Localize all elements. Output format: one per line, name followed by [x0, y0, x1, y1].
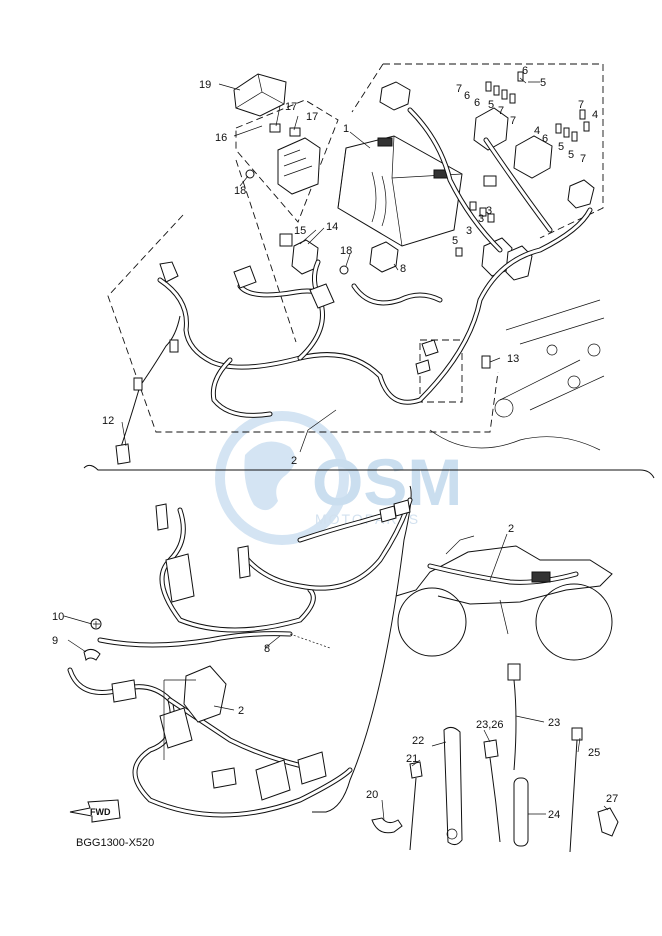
part-9-harness — [97, 497, 413, 649]
callout-5a: 5 — [540, 77, 546, 89]
part-fuses-cluster — [455, 71, 590, 257]
callout-18b: 18 — [340, 245, 352, 257]
callout-4a: 4 — [592, 109, 598, 121]
callout-20: 20 — [366, 789, 378, 801]
callout-3c: 3 — [466, 225, 472, 237]
callout-9: 8 — [264, 643, 270, 655]
part-19-cover — [233, 73, 287, 117]
callout-23-26: 23,26 — [476, 719, 504, 731]
callout-6a: 6 — [522, 65, 528, 77]
diagram-code: BGG1300-X520 — [76, 837, 154, 849]
callout-21: 21 — [406, 753, 418, 765]
part-10-11-clamp — [83, 618, 102, 661]
callout-18a: 18 — [234, 185, 246, 197]
fwd-arrow: FWD — [69, 799, 121, 823]
part-2-lower-harness — [67, 665, 353, 818]
callout-11: 10 — [52, 611, 64, 623]
watermark: OSM MOTOPARTS — [215, 411, 462, 545]
callout-7b: 7 — [498, 105, 504, 117]
callout-7e: 7 — [580, 153, 586, 165]
callout-19: 19 — [199, 79, 211, 91]
upper-bracket-line — [83, 464, 655, 479]
callout-27: 27 — [606, 793, 618, 805]
main-harness-upper — [157, 107, 593, 418]
watermark-brand: OSM — [312, 445, 462, 519]
callouts: 19 16 17 17 1 18 15 14 18 8 12 13 2 6 5 … — [52, 65, 618, 821]
callout-5b: 5 — [488, 99, 494, 111]
callout-2a: 2 — [291, 455, 297, 467]
part-fuse-boxes — [379, 81, 595, 281]
fwd-label: FWD — [90, 807, 111, 817]
part-14-15-relays — [279, 233, 399, 275]
callout-7d: 7 — [578, 99, 584, 111]
lower-bracket-line — [312, 485, 412, 813]
part-16-relay-group — [245, 123, 321, 195]
loose-parts — [371, 663, 619, 853]
callout-17b: 17 — [306, 111, 318, 123]
frame-outline-upper — [415, 299, 605, 451]
callout-22: 22 — [412, 735, 424, 747]
part-12-sensor-lead — [115, 315, 181, 465]
callout-10: 9 — [52, 635, 58, 647]
callout-5c: 5 — [558, 141, 564, 153]
callout-17a: 17 — [285, 101, 297, 113]
callout-2c: 2 — [508, 523, 514, 535]
callout-3a: 3 — [486, 205, 492, 217]
dashed-region-left — [107, 214, 499, 433]
leader-lines — [63, 77, 609, 821]
callout-6d: 6 — [542, 133, 548, 145]
callout-13: 13 — [507, 353, 519, 365]
callout-3b: 3 — [478, 213, 484, 225]
motorcycle-silhouette — [395, 535, 613, 661]
callout-7a: 7 — [456, 83, 462, 95]
callout-1: 1 — [343, 123, 349, 135]
callout-16: 16 — [215, 132, 227, 144]
callout-5e: 5 — [452, 235, 458, 247]
callout-15: 15 — [294, 225, 306, 237]
callout-4b: 4 — [534, 125, 540, 137]
callout-25: 25 — [588, 747, 600, 759]
callout-23: 23 — [548, 717, 560, 729]
callout-14: 14 — [326, 221, 338, 233]
callout-6b: 6 — [464, 90, 470, 102]
callout-6c: 6 — [474, 97, 480, 109]
callout-2b: 2 — [238, 705, 244, 717]
callout-7c: 7 — [510, 115, 516, 127]
watermark-globe — [215, 411, 349, 545]
callout-8: 8 — [400, 263, 406, 275]
callout-24: 24 — [548, 809, 560, 821]
callout-5d: 5 — [568, 149, 574, 161]
part-1-battery — [337, 135, 463, 247]
callout-12: 12 — [102, 415, 114, 427]
dashed-region-right — [383, 63, 604, 239]
